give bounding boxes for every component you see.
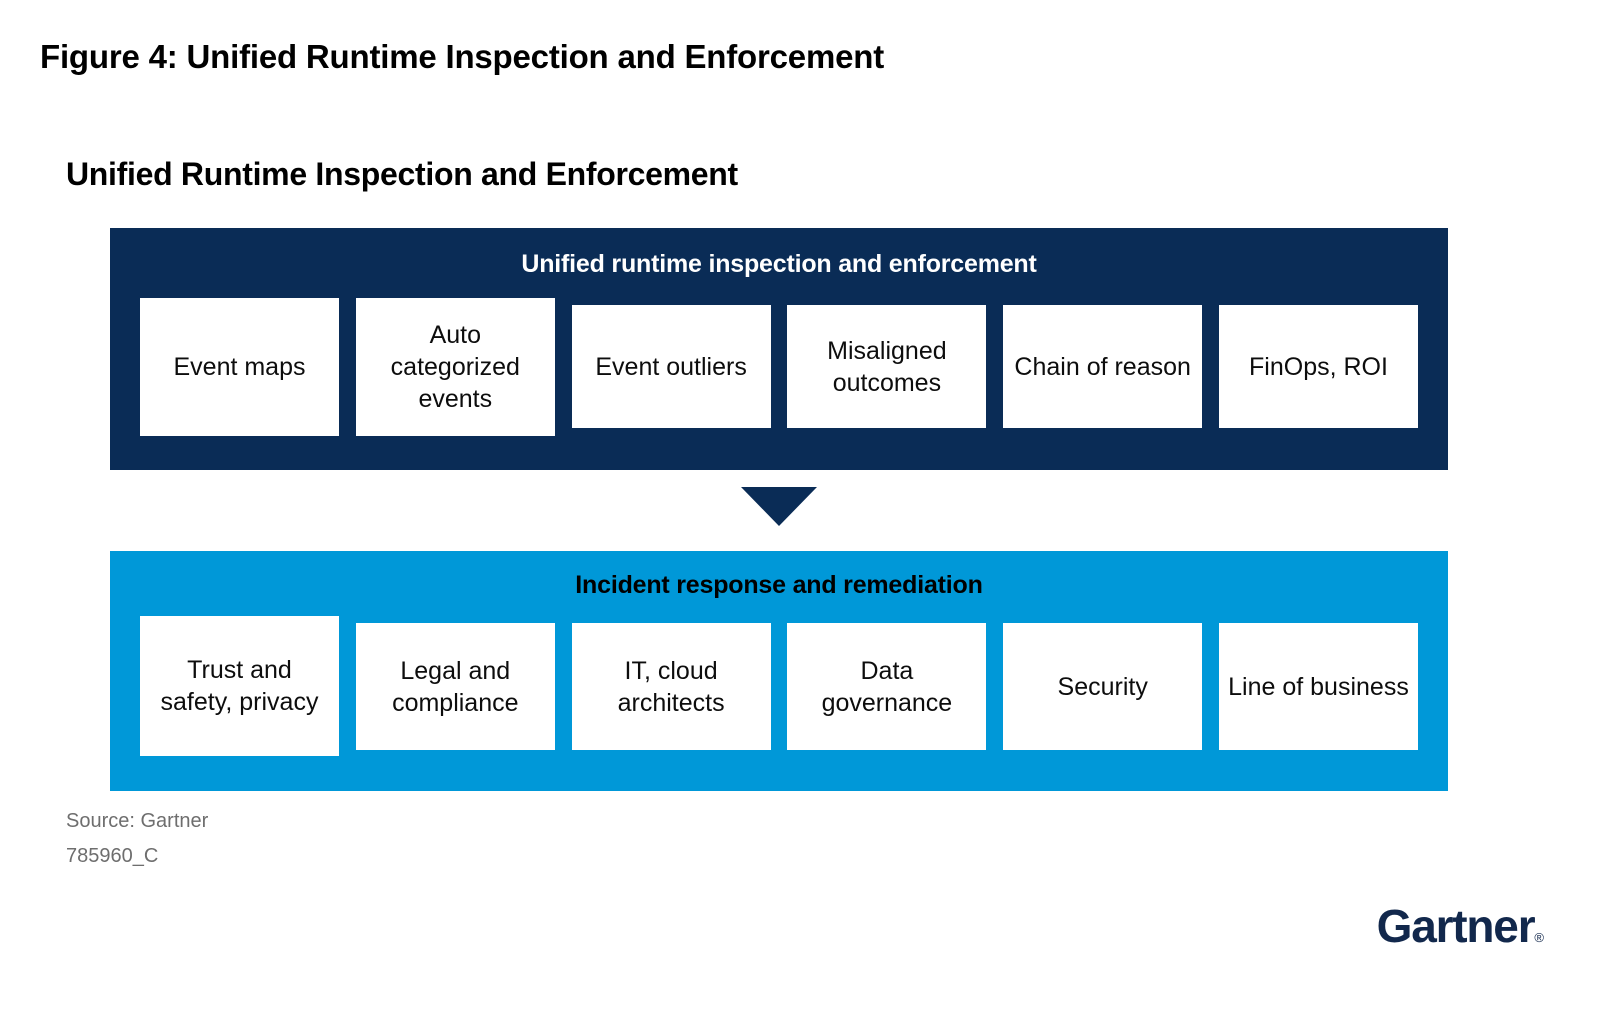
registered-trademark-icon: ® [1534, 930, 1544, 945]
gartner-logo-text: Gartner [1376, 900, 1536, 952]
runtime-card-event-maps[interactable]: Event maps [140, 298, 339, 436]
card-label: IT, cloud architects [617, 656, 725, 717]
incident-card-trust-safety-privacy[interactable]: Trust and safety, privacy [140, 616, 339, 756]
card-label: Trust and safety, privacy [160, 656, 319, 716]
figure-title: Figure 4: Unified Runtime Inspection and… [40, 38, 885, 75]
incident-card-security[interactable]: Security [1003, 623, 1203, 750]
card-label: Data governance [821, 656, 953, 717]
card-label: Chain of reason [1014, 352, 1191, 381]
card-label: Line of business [1228, 672, 1409, 701]
incident-card-legal-compliance[interactable]: Legal and compliance [355, 623, 555, 750]
card-label: Event maps [173, 353, 306, 381]
runtime-card-event-outliers[interactable]: Event outliers [571, 305, 771, 428]
figure-id: 785960_C [66, 845, 159, 867]
runtime-card-finops-roi[interactable]: FinOps, ROI [1218, 305, 1418, 428]
gartner-logo: Gartner® [1377, 899, 1544, 953]
incident-card-it-cloud-architects[interactable]: IT, cloud architects [571, 623, 771, 750]
runtime-card-misaligned-outcomes[interactable]: Misaligned outcomes [787, 305, 987, 428]
runtime-band: Unified runtime inspection and enforceme… [110, 228, 1448, 470]
runtime-band-title: Unified runtime inspection and enforceme… [521, 250, 1037, 278]
incident-band-title: Incident response and remediation [575, 571, 983, 599]
incident-card-row: Trust and safety, privacy Legal and comp… [140, 616, 1418, 756]
runtime-card-auto-categorized-events[interactable]: Auto categorized events [355, 298, 555, 436]
incident-card-data-governance[interactable]: Data governance [787, 623, 987, 750]
card-label: Security [1057, 672, 1148, 701]
card-label: Legal and compliance [392, 656, 519, 717]
runtime-card-chain-of-reason[interactable]: Chain of reason [1003, 305, 1203, 428]
incident-band: Incident response and remediation Trust … [110, 551, 1448, 791]
runtime-card-row: Event maps Auto categorized events Event… [140, 298, 1418, 436]
card-label: Event outliers [595, 352, 747, 381]
card-label: FinOps, ROI [1249, 352, 1388, 381]
card-label: Auto categorized events [390, 321, 520, 413]
incident-card-line-of-business[interactable]: Line of business [1218, 623, 1418, 750]
down-arrow-icon [741, 487, 817, 526]
chart-heading: Unified Runtime Inspection and Enforceme… [66, 156, 738, 192]
source-note: Source: Gartner [66, 810, 209, 832]
card-label: Misaligned outcomes [827, 336, 947, 397]
